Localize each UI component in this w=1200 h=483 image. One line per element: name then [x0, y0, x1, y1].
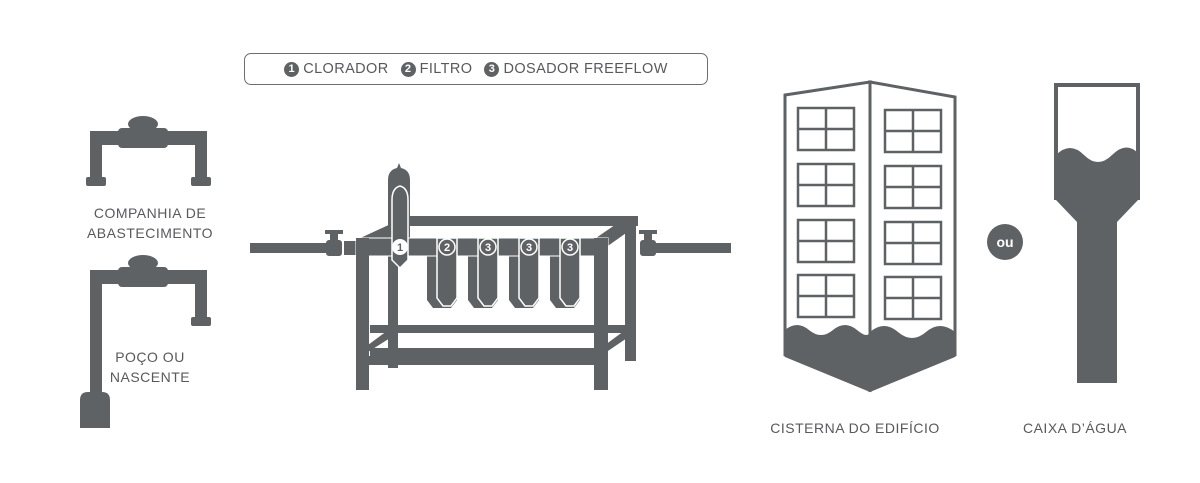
legend-label: FILTRO: [419, 61, 473, 77]
filter-number: 2: [444, 242, 450, 254]
well-label: POÇO OU NASCENTE: [100, 347, 200, 387]
filter-number: 3: [567, 242, 573, 254]
number-badge: 1: [284, 61, 300, 77]
filter-number-badges: [391, 185, 581, 307]
filter-number: 3: [526, 242, 532, 254]
or-label: ou: [996, 234, 1013, 250]
building-cistern-icon: [783, 80, 957, 393]
number-badge: 2: [400, 61, 416, 77]
water-tank-icon: [1054, 83, 1140, 383]
supply-pipe-icon: [86, 116, 211, 186]
or-circle: [987, 224, 1023, 260]
supply-label-line2: ABASTECIMENTO: [86, 225, 214, 241]
tank-label: CAIXA D’ÁGUA: [1022, 420, 1128, 436]
filter-station-icon: [250, 163, 731, 390]
filter-number: 3: [485, 242, 491, 254]
well-pipe-icon: [80, 255, 211, 428]
filter-number: 1: [397, 242, 403, 254]
number-badge: 3: [484, 61, 500, 77]
legend-label: CLORADOR: [303, 61, 389, 77]
supply-label-line1: COMPANHIA DE: [93, 205, 207, 221]
well-label-line2: NASCENTE: [109, 369, 191, 385]
legend-label: DOSADOR FREEFLOW: [503, 61, 668, 77]
supply-label: COMPANHIA DE ABASTECIMENTO: [60, 203, 240, 243]
well-label-line1: POÇO OU: [115, 349, 185, 365]
cistern-label: CISTERNA DO EDIFÍCIO: [770, 420, 940, 436]
